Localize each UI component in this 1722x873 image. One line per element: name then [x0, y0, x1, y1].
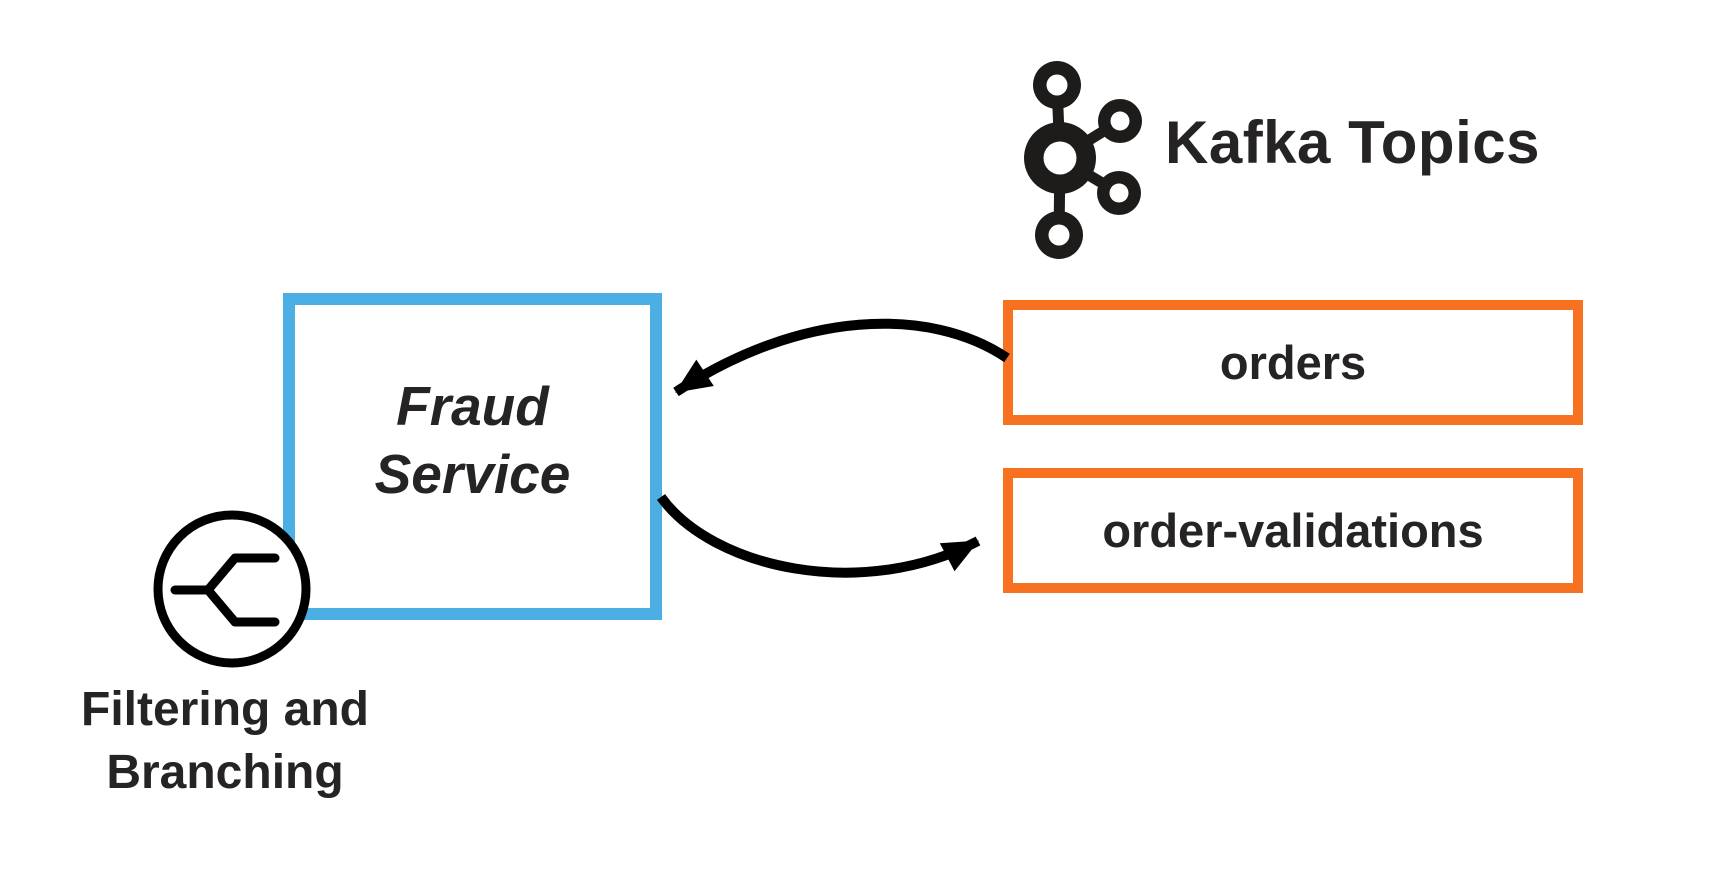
filtering-label-line2: Branching: [106, 746, 344, 799]
topic-label-orders: orders: [1219, 336, 1367, 389]
arrow-fraud-to-validations: [656, 494, 981, 578]
topic-box-order-validations: order-validations: [1003, 468, 1583, 593]
kafka-topics-title: Kafka Topics: [1165, 109, 1540, 176]
fraud-service-box: Fraud Service: [283, 293, 662, 620]
kafka-logo-icon: [1012, 50, 1162, 266]
fraud-service-label-line2: Service: [374, 442, 571, 505]
topic-box-orders: orders: [1003, 300, 1583, 425]
filtering-label-line1: Filtering and: [81, 683, 369, 736]
arrow-orders-to-fraud: [673, 318, 1010, 397]
branch-filter-icon: [148, 505, 316, 673]
topic-label-order-validations: order-validations: [1102, 504, 1484, 557]
fraud-service-label-line1: Fraud: [396, 374, 549, 437]
fraud-service-label: Fraud Service: [375, 372, 571, 542]
filtering-branching-label: Filtering and Branching: [25, 678, 425, 804]
